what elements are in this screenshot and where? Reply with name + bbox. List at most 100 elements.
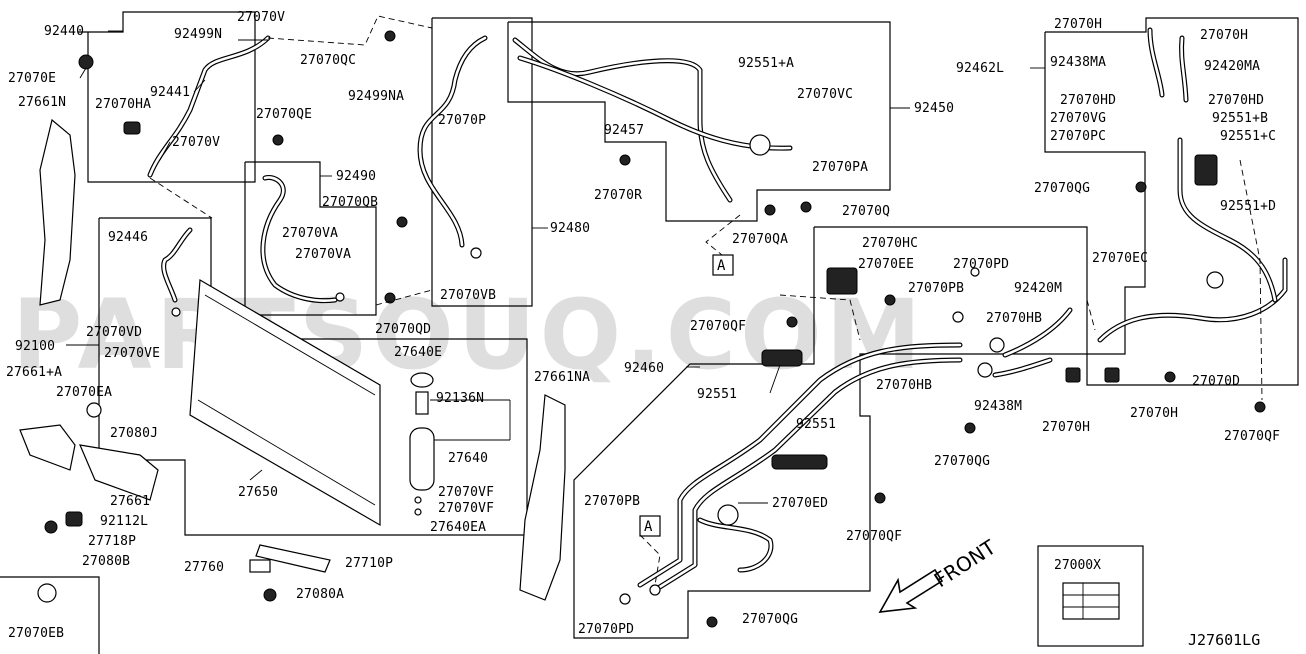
part-label: 92420M bbox=[1014, 281, 1062, 296]
part-label: 27070PD bbox=[953, 257, 1009, 272]
part-label: 27650 bbox=[238, 485, 278, 500]
valve-27070HB bbox=[989, 337, 1005, 353]
cap-27640E bbox=[410, 372, 434, 388]
bolt-27070QE bbox=[272, 134, 284, 146]
ring-27070ED bbox=[717, 504, 739, 526]
bolt-27070Q bbox=[800, 201, 812, 213]
part-label: 27070PA bbox=[812, 160, 868, 175]
part-label: 92551 bbox=[697, 387, 737, 402]
bolt-27070R bbox=[619, 154, 631, 166]
bracket-27661 bbox=[79, 444, 159, 501]
part-label: 27070H bbox=[1200, 28, 1248, 43]
part-label: 27070EA bbox=[56, 385, 112, 400]
pipes bbox=[147, 27, 1288, 593]
part-label: 27070H bbox=[1042, 420, 1090, 435]
dash-1 bbox=[267, 15, 433, 46]
part-label: 92462L bbox=[956, 61, 1004, 76]
part-label: 92490 bbox=[336, 169, 376, 184]
oring-27070VA bbox=[335, 292, 345, 302]
kit-box-label: 27000X bbox=[1054, 558, 1101, 573]
part-label: 27760 bbox=[184, 560, 224, 575]
box-27000X bbox=[1037, 545, 1144, 647]
part-label: 92551+B bbox=[1212, 111, 1268, 126]
filter-92136N bbox=[415, 391, 429, 415]
hose-92499NA bbox=[417, 35, 488, 248]
block-27070H-mid bbox=[1065, 367, 1081, 383]
part-label: 27070H bbox=[1130, 406, 1178, 421]
bolt-27070QF-right bbox=[1254, 401, 1266, 413]
block-92551 bbox=[771, 454, 828, 470]
part-label: 27718P bbox=[88, 534, 136, 549]
front-label: FRONT bbox=[930, 534, 1001, 592]
clip-27070HA bbox=[123, 121, 141, 135]
part-label: 27070VD bbox=[86, 325, 142, 340]
part-label: 27070PB bbox=[908, 281, 964, 296]
part-label: 27070E bbox=[8, 71, 56, 86]
clip-27718P bbox=[65, 511, 83, 527]
part-label: 92460 bbox=[624, 361, 664, 376]
part-label: 27070VC bbox=[797, 87, 853, 102]
bolt-27070D bbox=[1164, 371, 1176, 383]
part-label: 27070PC bbox=[1050, 129, 1106, 144]
pipe-92446-inner bbox=[162, 228, 192, 302]
part-label: 92457 bbox=[604, 123, 644, 138]
part-label: 92551+A bbox=[738, 56, 794, 71]
block-92551-a bbox=[761, 349, 803, 367]
part-label: 27080J bbox=[110, 426, 158, 441]
part-label: 27661+A bbox=[6, 365, 62, 380]
hose-92420MA-inner bbox=[1180, 36, 1188, 102]
part-label: 27070EC bbox=[1092, 251, 1148, 266]
bolt-27070EA bbox=[86, 402, 102, 418]
part-label: 27070PB bbox=[584, 494, 640, 509]
pipe-92462L-a-inner bbox=[1098, 258, 1287, 342]
part-label: 27640EA bbox=[430, 520, 486, 535]
part-label: 27070QC bbox=[300, 53, 356, 68]
bracket-27661N bbox=[39, 118, 76, 306]
part-label: 27070EE bbox=[858, 257, 914, 272]
part-label: 92499N bbox=[174, 27, 222, 42]
box-27000X-label-sheet bbox=[1062, 582, 1120, 620]
hose-92499NA-inner bbox=[418, 36, 487, 247]
bolt-27070EE bbox=[884, 294, 896, 306]
part-label: 92551+D bbox=[1220, 199, 1276, 214]
part-label: 27070R bbox=[594, 188, 642, 203]
box-92499NA bbox=[431, 17, 533, 307]
part-label: 27070QE bbox=[256, 107, 312, 122]
part-label: 27661 bbox=[110, 494, 150, 509]
part-label: 27710P bbox=[345, 556, 393, 571]
hose-92438M-inner bbox=[993, 358, 1052, 377]
bolt-27070QC bbox=[384, 30, 396, 42]
block-27070H-right bbox=[1104, 367, 1120, 383]
condenser-core-line bbox=[204, 294, 376, 396]
part-label: 92440 bbox=[44, 24, 84, 39]
clip-27760 bbox=[249, 559, 271, 573]
part-label: 92420MA bbox=[1204, 59, 1260, 74]
part-label: 27070VF bbox=[438, 501, 494, 516]
dash-5 bbox=[779, 294, 861, 341]
bolt-27070QB bbox=[396, 216, 408, 228]
components bbox=[19, 30, 1266, 628]
part-label: 27070VF bbox=[438, 485, 494, 500]
part-label: 27070VE bbox=[104, 346, 160, 361]
part-label: 27070P bbox=[438, 113, 486, 128]
pipe-92460-c-inner bbox=[698, 518, 773, 572]
dash-8 bbox=[1239, 159, 1263, 401]
bolt-27080B bbox=[44, 520, 58, 534]
valve-27070HB-2 bbox=[977, 362, 993, 378]
bolt-27070QF-mid bbox=[874, 492, 886, 504]
part-label: 27070VA bbox=[295, 247, 351, 262]
dash-6 bbox=[1086, 299, 1096, 331]
pipe-92460-a-inner bbox=[638, 343, 962, 587]
dash-4 bbox=[705, 214, 741, 256]
oring-27070VD bbox=[171, 307, 181, 317]
part-label: 92100 bbox=[15, 339, 55, 354]
ref-marker-top: A bbox=[717, 258, 726, 274]
bolt-27070QD bbox=[384, 292, 396, 304]
part-label: 27080B bbox=[82, 554, 130, 569]
oring-27070VF-1 bbox=[414, 496, 422, 504]
part-label: 27070QG bbox=[742, 612, 798, 627]
part-label: 27070HB bbox=[876, 378, 932, 393]
part-label: 92112L bbox=[100, 514, 148, 529]
hose-92490-inner bbox=[261, 176, 337, 302]
lead-27070E bbox=[79, 67, 87, 79]
